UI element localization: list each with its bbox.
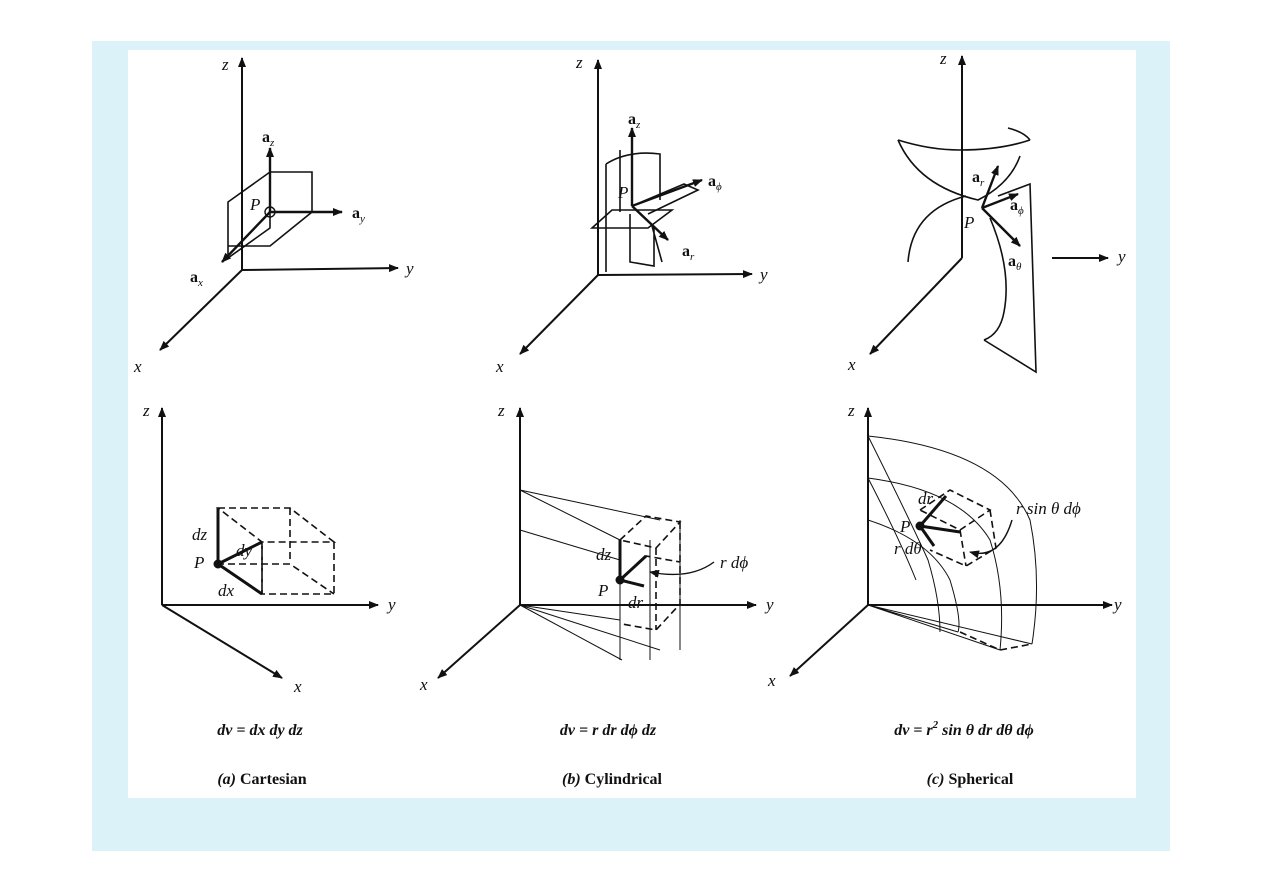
vector-atheta-label: aθ [1008,253,1022,273]
y-axis-label: y [386,595,396,614]
phi-half-plane [983,182,1037,374]
plane-phi [629,214,663,267]
x-axis [789,604,869,677]
plane-z [589,209,675,229]
spherical-unit-vectors [869,55,1109,374]
plane-r [631,183,700,215]
vector-ar-label: ar [972,169,985,189]
rdtheta-label: r dθ [894,539,922,558]
vector-aphi-label: aϕ [708,173,722,193]
formula-spherical: dv = r2 sin θ dr dθ dϕ [894,719,1034,739]
vector-ax-label: ax [190,269,203,289]
caption-spherical: (c) Spherical [927,771,1014,788]
dr-label: dr [628,593,644,612]
cone-rim [897,139,1031,151]
y-axis-label: y [404,259,414,278]
sphere-arc-right [983,217,1007,341]
z-axis-label: z [575,53,583,72]
x-axis-label: x [419,675,428,694]
rsinthetadphi-leader [969,519,1013,559]
cartesian-volume-element [158,407,379,679]
vector-ar [631,205,669,241]
cartesian-unit-vectors [159,57,399,351]
point-p-label: P [193,553,204,572]
point-p-label: P [963,213,974,232]
point-p-label: P [249,195,260,214]
x-axis-label: x [133,357,142,376]
edge-dr [918,495,948,527]
x-axis [159,269,243,351]
dx-label: dx [218,581,235,600]
spherical-guide-lines [867,435,1038,651]
rdphi-label: r dϕ [720,553,748,572]
dr-label: dr [918,489,934,508]
z-axis-label: z [847,401,855,420]
point-p-label: P [617,183,628,202]
dz-label: dz [192,525,208,544]
formula-cylindrical: dv = r dr dϕ dz [560,722,657,739]
formula-cartesian: dv = dx dy dz [217,722,303,739]
vector-az-label: az [262,129,275,149]
dz-label: dz [596,545,612,564]
x-axis-label: x [847,355,856,374]
point-p-dot [615,575,625,585]
sphere-arc-left [907,195,967,263]
cylindrical-volume-element [437,407,757,679]
vector-aphi-label: aϕ [1010,197,1024,217]
rsinthetadphi-label: r sin θ dϕ [1016,499,1081,518]
x-axis-label: x [293,677,302,696]
cone-surface [897,139,1021,201]
plane-y [270,171,313,213]
y-axis [597,270,753,279]
y-axis-label: y [764,595,774,614]
cylindrical-unit-vectors [519,59,753,355]
vector-ay-label: ay [352,205,365,225]
vector-ax [221,211,271,263]
z-axis-label: z [497,401,505,420]
caption-cartesian: (a) Cartesian [217,771,306,788]
z-axis-label: z [221,55,229,74]
edge-dy [217,540,263,566]
point-p-label: P [597,581,608,600]
caption-cylindrical: (b) Cylindrical [562,771,663,788]
y-axis-label: y [758,265,768,284]
spherical-volume-element [789,407,1113,677]
z-axis-label: z [142,401,150,420]
point-p-dot [213,559,223,569]
vector-az-label: az [628,111,641,131]
edge-dx [217,562,263,596]
vector-aphi [981,192,1019,210]
y-axis-label: y [1116,247,1126,266]
edge-rdphi [618,554,648,582]
vector-atheta [981,207,1021,247]
cone-edge [1007,127,1031,141]
x-axis-label: x [767,671,776,690]
plane-x [227,170,271,260]
point-p-label: P [899,517,910,536]
x-axis [869,257,963,355]
z-axis-label: z [939,49,947,68]
point-p-dot [915,521,925,531]
dy-label: dy [236,541,253,560]
edge-rsinthetadphi [919,524,961,534]
y-axis-label: y [1112,595,1122,614]
x-axis-label: x [495,357,504,376]
x-axis [437,604,521,679]
x-axis [161,604,283,679]
rdphi-leader [649,561,715,578]
x-axis [519,274,599,355]
cylinder-surface [605,150,661,272]
vector-ar-label: ar [682,243,695,263]
element-dashed-edges [918,489,1033,651]
vector-ar [980,165,1000,209]
vector-aphi [631,178,703,208]
y-axis [241,264,399,273]
